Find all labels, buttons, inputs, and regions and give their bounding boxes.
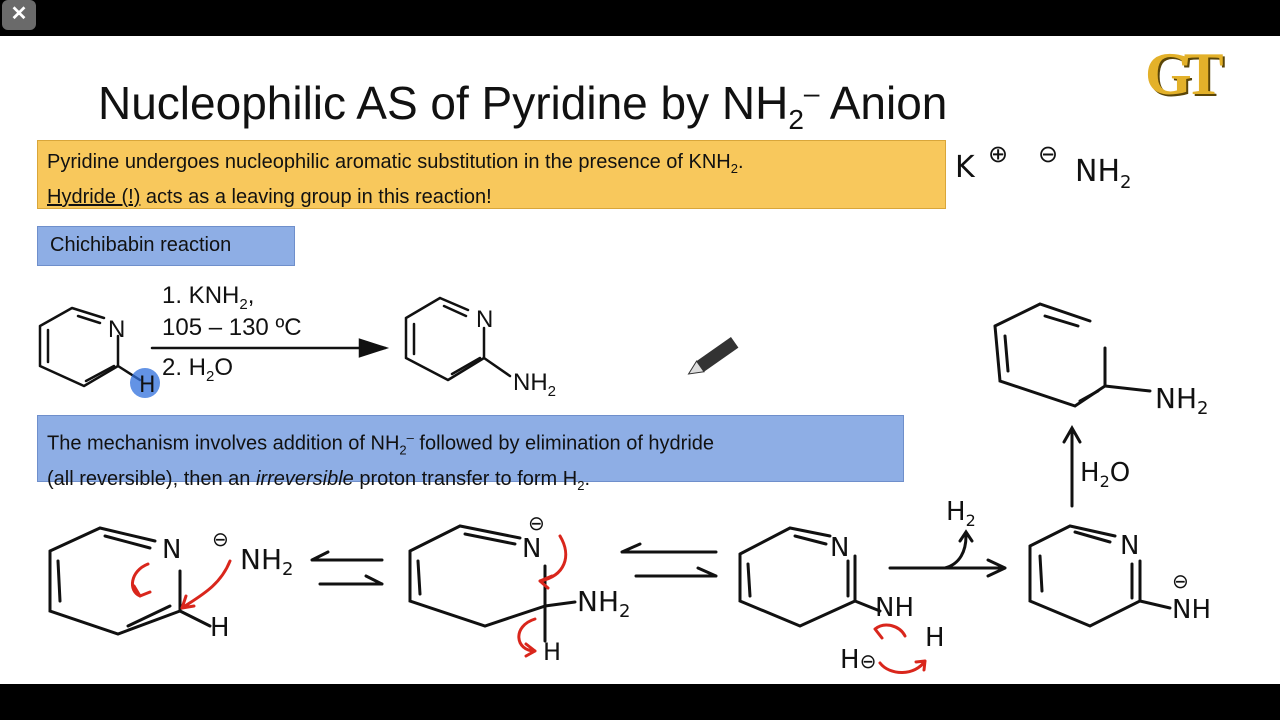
- hw-nh2-top: NH2: [1155, 382, 1208, 419]
- hw-product-structure: [993, 302, 1152, 508]
- hw-h2o: H2O: [1080, 458, 1130, 491]
- reaction-name-box: Chichibabin reaction: [37, 226, 295, 266]
- hw-amide: NH2: [1075, 154, 1132, 193]
- mech-h-1: H: [210, 613, 230, 643]
- summary-box: Pyridine undergoes nucleophilic aromatic…: [37, 140, 946, 209]
- mech-ho-3: H⊖: [840, 645, 876, 675]
- pyridine-n-label: N: [108, 316, 126, 343]
- top-bar: ✕: [0, 0, 1280, 36]
- condition-temp: 105 – 130 ºC: [162, 314, 302, 341]
- slide-title: Nucleophilic AS of Pyridine by NH2– Anio…: [98, 77, 948, 136]
- highlight-h: [130, 368, 160, 398]
- reaction-drawing: H NH2 H2O: [38, 296, 1211, 675]
- mech-nh2-2: NH2: [577, 585, 630, 622]
- pyridine-structure: [38, 306, 142, 388]
- mech-nh-4: NH: [1172, 595, 1211, 625]
- mech-h-3: H: [925, 623, 945, 653]
- pencil-icon: [687, 336, 739, 375]
- mech-minus-4: ⊖: [1172, 569, 1189, 593]
- product-n-label: N: [476, 306, 494, 333]
- mechanism-structures: [48, 524, 1172, 643]
- aminopyridine-structure: [404, 296, 512, 382]
- mech-minus-2: ⊖: [528, 511, 545, 535]
- mech-h2: H2: [946, 497, 976, 530]
- mech-n-1: N: [162, 535, 181, 565]
- mech-minus-1: ⊖: [212, 527, 229, 551]
- mech-n-4: N: [1120, 531, 1139, 561]
- condition-step2: 2. H2O: [162, 354, 234, 385]
- gt-logo: GT: [1145, 41, 1224, 107]
- condition-step1: 1. KNH2,: [162, 282, 255, 313]
- hw-potassium: K: [955, 150, 975, 185]
- slide: Nucleophilic AS of Pyridine by NH2– Anio…: [0, 36, 1280, 684]
- mechanism-box: The mechanism involves addition of NH2– …: [37, 415, 904, 493]
- product-nh2-label: NH2: [513, 369, 557, 400]
- mech-h-2: H: [543, 638, 561, 666]
- pyridine-h-label: H: [139, 373, 156, 398]
- hw-minus-charge: ⊖: [1038, 140, 1059, 168]
- mech-nh2-1: NH2: [240, 543, 293, 580]
- mech-n-2: N: [522, 534, 541, 564]
- mech-n-3: N: [830, 533, 849, 563]
- mech-nh-3: NH: [875, 593, 914, 623]
- bottom-bar: [0, 684, 1280, 720]
- hw-plus-charge: ⊕: [988, 140, 1009, 168]
- red-curved-arrows: [131, 534, 927, 674]
- close-icon[interactable]: ✕: [2, 0, 36, 30]
- hydride-text: Hydride (!): [47, 186, 141, 208]
